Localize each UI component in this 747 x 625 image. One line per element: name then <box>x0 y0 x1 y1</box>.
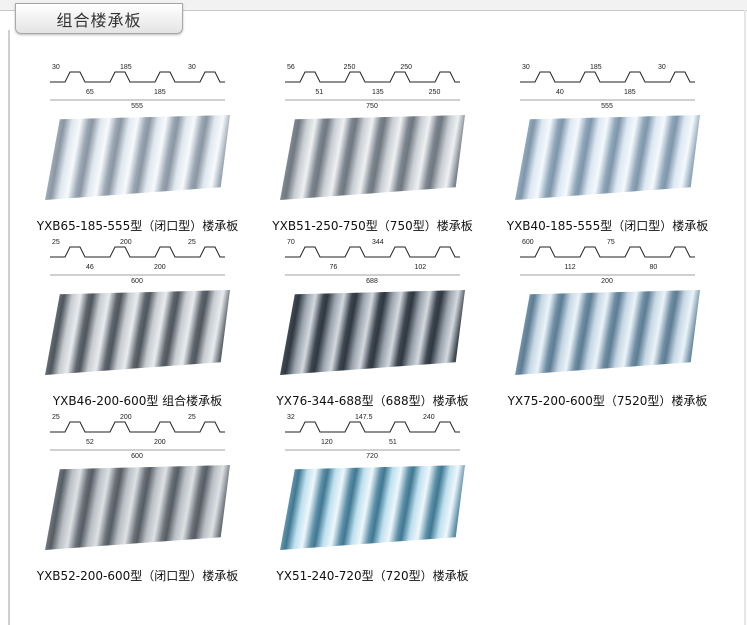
dimension-label: 185 <box>624 89 636 96</box>
dimension-label: 112 <box>565 264 576 271</box>
dimension-label: 185 <box>154 89 166 96</box>
profile-diagram: 70 76 344 102 688 <box>285 239 460 285</box>
profile-outline <box>285 246 460 258</box>
dimension-label: 147.5 <box>355 414 373 421</box>
dimension-label: 51 <box>315 89 323 96</box>
dimension-label: 32 <box>287 414 295 421</box>
dimension-label: 30 <box>658 64 666 71</box>
dimension-label: 25 <box>188 239 196 246</box>
product-photo <box>515 115 700 200</box>
product-label[interactable]: YX76-344-688型（688型）楼承板 <box>276 394 469 408</box>
dimension-label: 240 <box>423 414 435 421</box>
product-label[interactable]: YXB52-200-600型（闭口型）楼承板 <box>36 569 239 583</box>
dimension-label: 185 <box>590 64 602 71</box>
profile-diagram: 600 112 75 80 200 <box>520 239 695 285</box>
dimension-label: 200 <box>601 278 613 285</box>
dimension-label: 25 <box>52 239 60 246</box>
dimension-label: 25 <box>188 414 196 421</box>
profile-diagram: 25 46 200 200 25 600 <box>50 239 225 285</box>
dimension-label: 30 <box>522 64 530 71</box>
section-title: 组合楼承板 <box>56 10 142 30</box>
dimension-label: 102 <box>415 264 427 271</box>
dimension-label: 51 <box>389 439 397 446</box>
product-photo <box>45 290 230 375</box>
product-label[interactable]: YXB46-200-600型 组合楼承板 <box>52 394 223 408</box>
frame-left-border <box>8 30 10 625</box>
dimension-label: 65 <box>86 89 94 96</box>
dimension-label: 120 <box>321 439 333 446</box>
dimension-label: 200 <box>120 414 132 421</box>
profile-diagram: 30 65 185 185 30 555 <box>50 64 225 110</box>
dimension-label: 40 <box>556 89 564 96</box>
dimension-label: 600 <box>522 239 534 246</box>
product-label[interactable]: YX75-200-600型（7520型）楼承板 <box>507 394 708 408</box>
dimension-label: 200 <box>154 264 166 271</box>
profile-diagram: 32 120 147.5 51 240 720 <box>285 414 460 460</box>
dimension-label: 185 <box>120 64 132 71</box>
dimension-label: 25 <box>52 414 60 421</box>
section-tab[interactable]: 组合楼承板 <box>15 3 183 34</box>
dimension-label: 750 <box>366 103 378 110</box>
product-photo <box>280 290 465 375</box>
dimension-label: 555 <box>601 103 613 110</box>
profile-outline <box>520 71 695 83</box>
dimension-label: 75 <box>607 239 615 246</box>
dimension-label: 200 <box>120 239 132 246</box>
dimension-label: 250 <box>429 89 441 96</box>
profile-outline <box>520 246 695 258</box>
top-bar <box>0 0 747 11</box>
dimension-label: 76 <box>330 264 338 271</box>
profile-diagram: 56 51 250 135 250 250 750 <box>285 64 460 110</box>
dimension-label: 344 <box>372 239 384 246</box>
dimension-label: 555 <box>131 103 143 110</box>
product-label[interactable]: YXB40-185-555型（闭口型）楼承板 <box>506 219 709 233</box>
profile-outline <box>285 421 460 433</box>
product-label[interactable]: YXB51-250-750型（750型）楼承板 <box>272 219 473 233</box>
product-photo <box>45 115 230 200</box>
profile-diagram: 30 40 185 185 30 555 <box>520 64 695 110</box>
product-label[interactable]: YXB65-185-555型（闭口型）楼承板 <box>36 219 239 233</box>
dimension-label: 600 <box>131 453 143 460</box>
profile-outline <box>50 421 225 433</box>
dimension-label: 688 <box>366 278 378 285</box>
dimension-label: 250 <box>400 64 412 71</box>
profile-outline <box>285 71 460 83</box>
dimension-label: 52 <box>86 439 94 446</box>
product-photo <box>45 465 230 550</box>
dimension-label: 46 <box>86 264 94 271</box>
dimension-label: 30 <box>188 64 196 71</box>
frame-right-border <box>744 10 746 625</box>
dimension-label: 56 <box>287 64 295 71</box>
dimension-label: 30 <box>52 64 60 71</box>
profile-outline <box>50 71 225 83</box>
profile-diagram: 25 52 200 200 25 600 <box>50 414 225 460</box>
dimension-label: 70 <box>287 239 295 246</box>
dimension-label: 80 <box>650 264 658 271</box>
profile-outline <box>50 246 225 258</box>
dimension-label: 200 <box>154 439 166 446</box>
product-photo <box>280 115 465 200</box>
product-label[interactable]: YX51-240-720型（720型）楼承板 <box>276 569 469 583</box>
product-photo <box>515 290 700 375</box>
dimension-label: 135 <box>372 89 384 96</box>
dimension-label: 720 <box>366 453 378 460</box>
dimension-label: 600 <box>131 278 143 285</box>
dimension-label: 250 <box>344 64 356 71</box>
product-photo <box>280 465 465 550</box>
